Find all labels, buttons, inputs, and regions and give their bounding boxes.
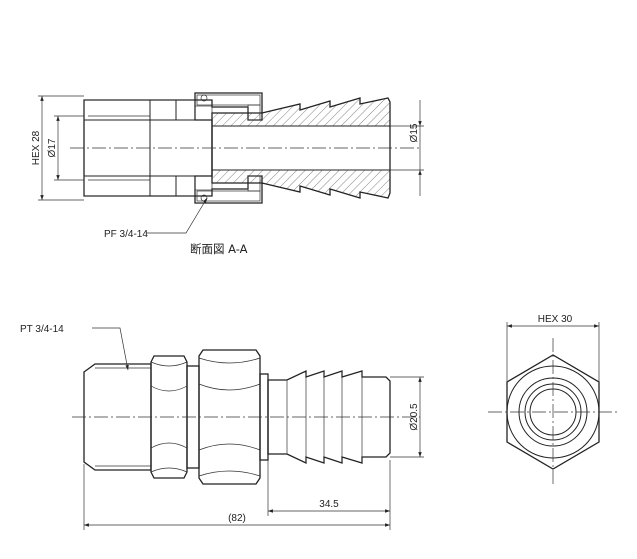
side-overall-length-label: (82) (228, 513, 246, 524)
side-barb-dia-dimension: Ø20.5 (390, 376, 424, 458)
section-barb-dia-label: Ø15 (409, 123, 420, 142)
section-thread-label: PF 3/4-14 (104, 229, 148, 240)
side-hex-2 (198, 349, 261, 485)
side-overall-length-dimension: (82) (83, 464, 390, 530)
section-barb-tail (211, 97, 391, 199)
side-barb-length-dimension: 34.5 (267, 460, 391, 530)
side-barb-length-label: 34.5 (319, 499, 339, 510)
section-caption: 断面図 A-A (190, 242, 248, 256)
section-inner-dia-dimension: Ø17 (47, 115, 84, 181)
side-view: PT 3/4-14 Ø20.5 34.5 (82) (20, 324, 424, 530)
section-inner-dia-label: Ø17 (47, 138, 58, 157)
section-view: HEX 28 Ø17 Ø15 PF 3/4-14 断面図 A-A (31, 92, 424, 256)
side-thread-label: PT 3/4-14 (20, 324, 64, 335)
section-barb-dia-dimension: Ø15 (390, 100, 424, 196)
side-thread-leader: PT 3/4-14 (20, 324, 129, 371)
end-hex-label: HEX 30 (538, 314, 573, 325)
section-hex-label: HEX 28 (31, 130, 42, 165)
end-hex-dimension: HEX 30 (506, 314, 600, 382)
end-view: HEX 30 (488, 314, 618, 486)
side-barb-dia-label: Ø20.5 (409, 403, 420, 431)
section-thread-leader: PF 3/4-14 (104, 197, 208, 240)
section-hex-dimension: HEX 28 (31, 95, 84, 201)
